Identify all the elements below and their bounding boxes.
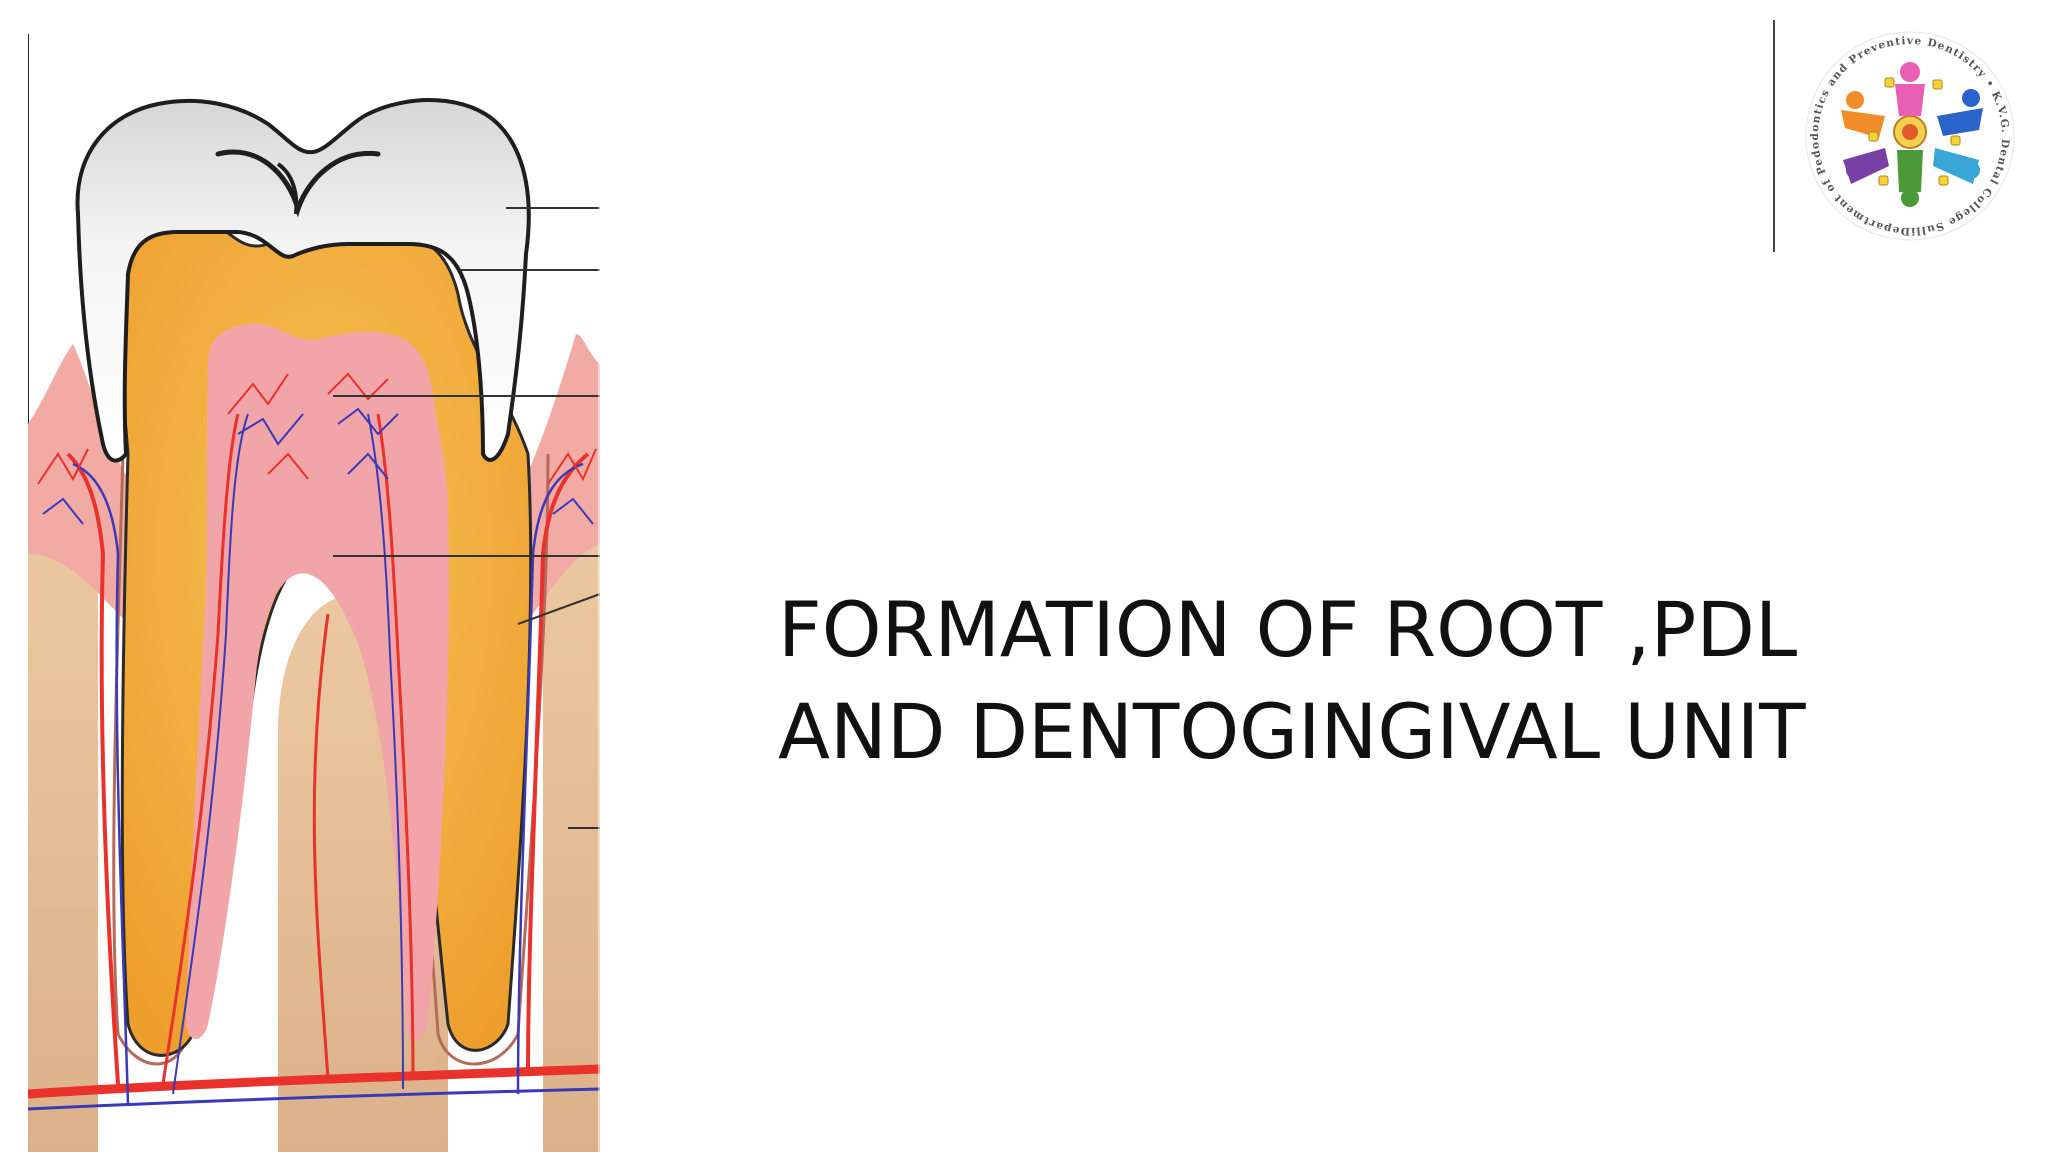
artery-mesial-root bbox=[66, 452, 120, 1085]
logo-figure-green bbox=[1897, 150, 1923, 207]
bone-left-block bbox=[28, 514, 98, 1152]
pulp-chamber bbox=[186, 324, 449, 1039]
label-leader-lines bbox=[333, 207, 600, 829]
vein-distal-root bbox=[516, 462, 584, 1095]
logo-figure-lightblue bbox=[1933, 148, 1980, 184]
logo-figure-pink bbox=[1895, 62, 1925, 116]
tooth-cross-section-illustration bbox=[28, 34, 600, 1152]
leader-pdl bbox=[517, 593, 600, 625]
slide-title-line-2: AND DENTOGINGIVAL UNIT bbox=[778, 686, 1806, 776]
artery-interradicular bbox=[312, 613, 330, 1080]
occlusal-groove-left bbox=[276, 162, 299, 215]
enamel-crown bbox=[75, 98, 531, 463]
logo-figure-purple bbox=[1843, 148, 1889, 184]
artery-main bbox=[28, 1064, 600, 1099]
vein-main bbox=[28, 1087, 600, 1111]
artery-pulp-mesial bbox=[161, 413, 240, 1085]
logo-figure-orange bbox=[1841, 91, 1885, 138]
gingiva-right bbox=[518, 334, 600, 634]
vein-pulp-mesial bbox=[172, 413, 249, 1095]
logo-figures-ring bbox=[1841, 62, 1983, 207]
gingiva-left bbox=[28, 344, 138, 634]
artery-pulp-distal bbox=[376, 413, 415, 1080]
slide-title: FORMATION OF ROOT ,PDL AND DENTOGINGIVAL… bbox=[778, 579, 1978, 783]
artery-distal-root bbox=[526, 452, 590, 1075]
logo-figure-blue bbox=[1937, 89, 1983, 136]
department-logo: Department of Pedodontics and Preventive… bbox=[1773, 20, 2015, 252]
gingival-capillaries bbox=[37, 448, 597, 525]
vein-mesial-root bbox=[72, 462, 130, 1105]
pulp-capillaries bbox=[227, 372, 399, 480]
slide-title-line-1: FORMATION OF ROOT ,PDL bbox=[778, 584, 1798, 674]
logo-tooth-icons bbox=[1868, 77, 1961, 186]
vein-pulp-distal bbox=[367, 413, 404, 1090]
